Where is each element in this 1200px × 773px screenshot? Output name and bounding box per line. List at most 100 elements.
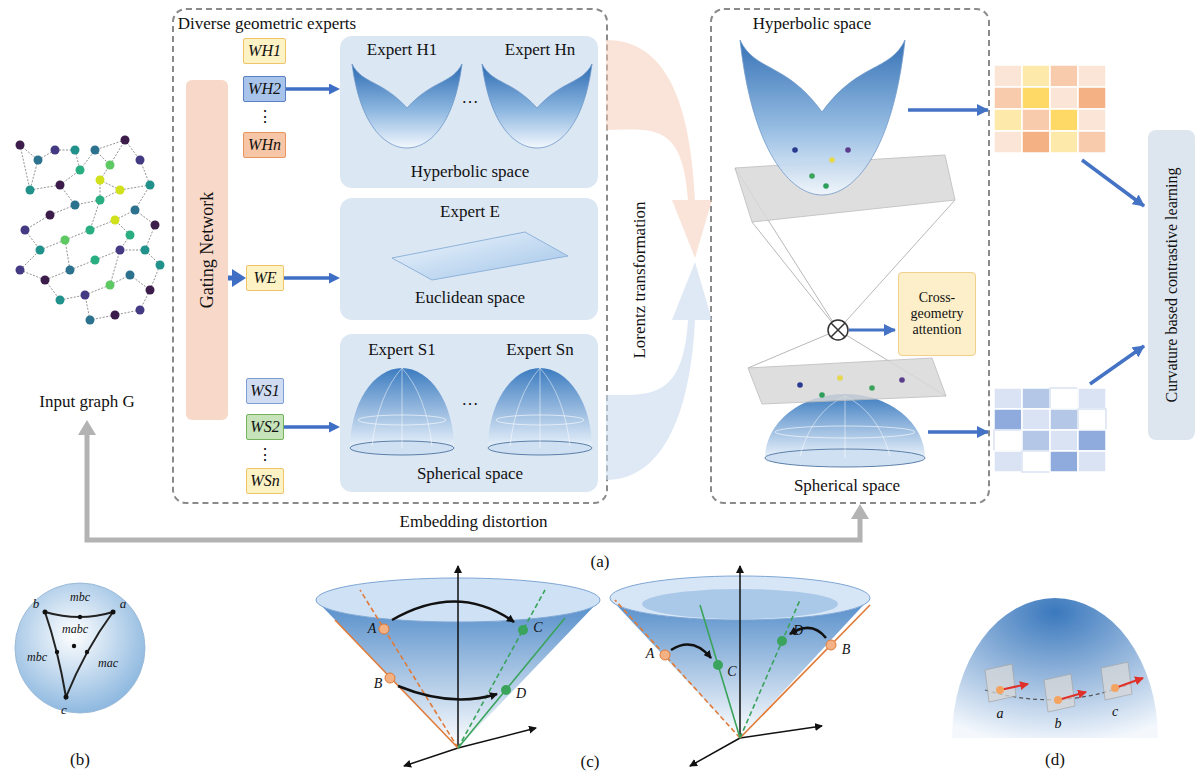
network-graph <box>96 176 105 185</box>
lorentz-arrow <box>606 40 712 480</box>
embedding-matrix <box>1078 131 1106 153</box>
cone-figure <box>610 566 870 766</box>
network-graph <box>71 146 80 155</box>
panel-letter: (b) <box>70 750 90 770</box>
attention-label: Cross-geometry attention <box>903 290 971 338</box>
expert-label: Expert Sn <box>506 340 574 360</box>
network-graph <box>16 141 25 150</box>
flow-arrow <box>928 430 988 434</box>
weight-label: WSn <box>250 472 279 490</box>
network-graph <box>86 226 95 235</box>
cone-figure <box>457 566 459 748</box>
cone-figure <box>740 605 870 738</box>
embedding-matrix <box>1050 131 1078 153</box>
network-graph <box>56 296 65 305</box>
embedding-matrix <box>994 87 1022 109</box>
network-graph <box>116 246 125 255</box>
point-label: B <box>842 642 851 658</box>
network-graph <box>106 161 115 170</box>
embedding-matrix <box>1050 388 1078 409</box>
sphere-triangle <box>78 615 82 619</box>
sphere-triangle <box>111 610 116 615</box>
transform-label: Lorentz transformation <box>630 201 650 358</box>
embedding-matrix <box>994 388 1022 409</box>
cone-figure <box>385 673 395 683</box>
network-graph <box>76 166 85 175</box>
weight-box: WS1 <box>246 378 284 404</box>
weight-label: WS2 <box>250 418 279 436</box>
point-label: b <box>1055 716 1062 732</box>
sphere-triangle <box>72 644 76 648</box>
flow-arrow <box>849 329 895 332</box>
cone-figure <box>458 618 565 748</box>
sphere-triangle <box>15 583 145 713</box>
tangent-plane <box>899 377 905 383</box>
embedding-matrix <box>1050 430 1078 451</box>
spherical-surface <box>765 394 925 458</box>
point-label: D <box>516 686 526 702</box>
parallel-transport-dome <box>1115 678 1143 688</box>
hyperbolic-surface <box>740 40 905 195</box>
arrow-connector <box>284 425 329 429</box>
flow-arrow <box>908 108 988 112</box>
spherical-surface <box>372 368 432 448</box>
network-graph <box>16 266 25 275</box>
edge-label: Embedding distortion <box>396 512 552 532</box>
cone-figure <box>740 726 822 738</box>
expert-label: Expert S1 <box>368 340 436 360</box>
network-graph <box>86 316 95 325</box>
point-label: c <box>61 703 67 718</box>
weight-label: WHn <box>248 136 281 154</box>
embedding-matrix <box>1050 409 1078 430</box>
space-label: Hyperbolic space <box>753 14 871 34</box>
network-graph <box>20 140 160 320</box>
embedding-matrix <box>1050 65 1078 87</box>
network-graph <box>51 146 60 155</box>
network-graph <box>121 136 130 145</box>
weight-box: WS2 <box>246 414 284 440</box>
weight-box: WHn <box>243 132 286 158</box>
gating-network: Gating Network <box>186 80 228 420</box>
expert-label: Spherical space <box>417 464 523 484</box>
embedding-matrix <box>1022 409 1050 430</box>
point-label: A <box>368 621 377 637</box>
panel-letter: (a) <box>591 552 610 572</box>
panel-letter: (c) <box>581 752 600 772</box>
midpoint-label: mbc <box>27 651 47 665</box>
cone-figure <box>660 650 670 660</box>
embedding-matrix <box>1022 131 1050 153</box>
network-graph <box>71 201 80 210</box>
parallel-transport-dome <box>1054 696 1062 704</box>
embedding-matrix <box>994 109 1022 131</box>
parallel-transport-dome <box>996 686 1004 694</box>
weight-box: WH1 <box>243 38 286 64</box>
network-graph <box>136 156 145 165</box>
parallel-transport-dome <box>952 598 1158 738</box>
arrow-connector <box>286 87 329 91</box>
weight-box: WSn <box>246 468 284 494</box>
embedding-matrix <box>1078 65 1106 87</box>
network-graph <box>56 181 65 190</box>
point-label: a <box>997 706 1004 722</box>
embedding-matrix <box>1022 109 1050 131</box>
flow-arrow <box>849 110 1144 432</box>
parallel-transport-dome <box>1044 674 1075 712</box>
parallel-transport-dome <box>1111 684 1119 692</box>
weight-label: WH2 <box>248 80 281 98</box>
contrastive-label: Curvature based contrastive learning <box>1162 138 1180 432</box>
ellipsis-mark: ⋮ <box>257 108 273 126</box>
parallel-transport-dome <box>1058 692 1086 700</box>
sphere-triangle <box>43 610 48 615</box>
midpoint-label: mabc <box>62 623 88 637</box>
embedding-matrix <box>994 409 1022 430</box>
sphere-triangle <box>45 612 113 697</box>
parallel-transport-dome <box>1101 662 1132 700</box>
cone-figure <box>398 686 497 699</box>
expert-label: … <box>462 390 479 410</box>
graph-caption: Input graph G <box>39 392 134 412</box>
cone-figure <box>740 600 800 738</box>
cone-figure <box>501 685 511 695</box>
